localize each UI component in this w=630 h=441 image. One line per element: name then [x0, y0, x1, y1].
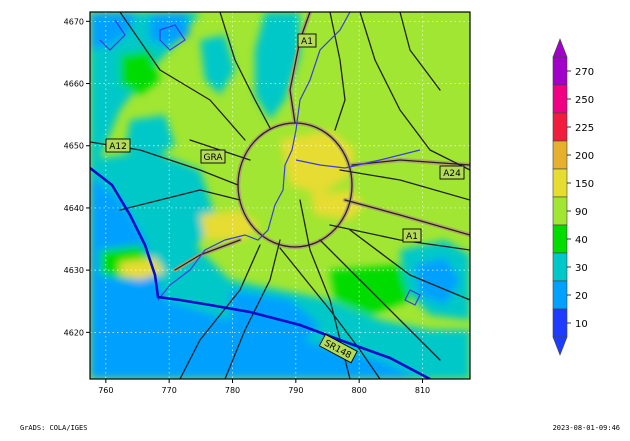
colorbar-label: 200 — [575, 151, 594, 162]
colorbar-segment — [552, 168, 568, 198]
map-area — [90, 12, 470, 379]
road-label-a24: A24 — [439, 165, 465, 180]
colorbar-label: 150 — [575, 179, 594, 190]
x-axis: 760 770 780 790 800 810 — [98, 379, 430, 395]
x-tick-label: 770 — [162, 386, 177, 395]
colorbar-segment — [552, 140, 568, 170]
x-tick-label: 810 — [415, 386, 430, 395]
colorbar-segment — [552, 196, 568, 226]
road-label-text: A1 — [406, 232, 418, 242]
colorbar-segment — [552, 252, 568, 282]
footer-credit: GrADS: COLA/IGES — [20, 424, 88, 432]
coastline — [90, 166, 431, 379]
map-frame — [89, 11, 471, 380]
road-label-box — [200, 149, 226, 164]
y-tick-label: 4620 — [64, 328, 84, 337]
colorbar-label: 10 — [575, 319, 588, 330]
y-tick-label: 4670 — [64, 17, 84, 26]
colorbar-segment — [552, 224, 568, 254]
x-tick-label: 800 — [352, 386, 367, 395]
y-tick-label: 4650 — [64, 142, 84, 151]
road-label-text: A12 — [109, 142, 127, 152]
colorbar-segment — [552, 280, 568, 310]
road-label-text: A1 — [301, 37, 313, 47]
road-label-gra: GRA — [200, 149, 226, 164]
road-label-a1: A1 — [402, 228, 422, 243]
colorbar-label: 225 — [575, 123, 594, 134]
river-lines — [99, 12, 421, 306]
road-label-box — [105, 138, 131, 153]
road-label-a12: A12 — [105, 138, 131, 153]
y-tick-label: 4630 — [64, 266, 84, 275]
colorbar-legend: 270 250 225 200 150 90 40 30 20 10 — [552, 38, 594, 356]
road-label-text: GRA — [203, 153, 223, 163]
colorbar-label: 20 — [575, 291, 588, 302]
colorbar-bottom-arrow — [552, 336, 568, 356]
footer-timestamp: 2023-08-01-09:46 — [552, 424, 620, 432]
y-tick-label: 4660 — [64, 80, 84, 89]
y-axis: 4670 4660 4650 4640 4630 4620 — [64, 17, 90, 337]
colorbar-label: 90 — [575, 207, 588, 218]
colorbar-segment — [552, 308, 568, 338]
colorbar-segment — [552, 112, 568, 142]
road-label-box — [402, 228, 422, 243]
colorbar-top-arrow — [552, 38, 568, 58]
road-label-box — [439, 165, 465, 180]
x-tick-label: 760 — [98, 386, 113, 395]
colorbar-label: 250 — [575, 95, 594, 106]
road-network — [90, 12, 470, 379]
colorbar-label: 30 — [575, 263, 588, 274]
road-label-text: A24 — [443, 169, 461, 179]
road-label-a1: A1 — [297, 33, 317, 48]
road-label-box — [318, 333, 358, 364]
colorbar-label: 40 — [575, 235, 588, 246]
concentration-field — [90, 12, 470, 379]
road-label-box — [297, 33, 317, 48]
x-tick-label: 780 — [225, 386, 240, 395]
y-tick-label: 4640 — [64, 204, 84, 213]
x-tick-label: 790 — [288, 386, 303, 395]
colorbar-label: 270 — [575, 67, 594, 78]
colorbar-segment — [552, 84, 568, 114]
colorbar-segment — [552, 56, 568, 86]
